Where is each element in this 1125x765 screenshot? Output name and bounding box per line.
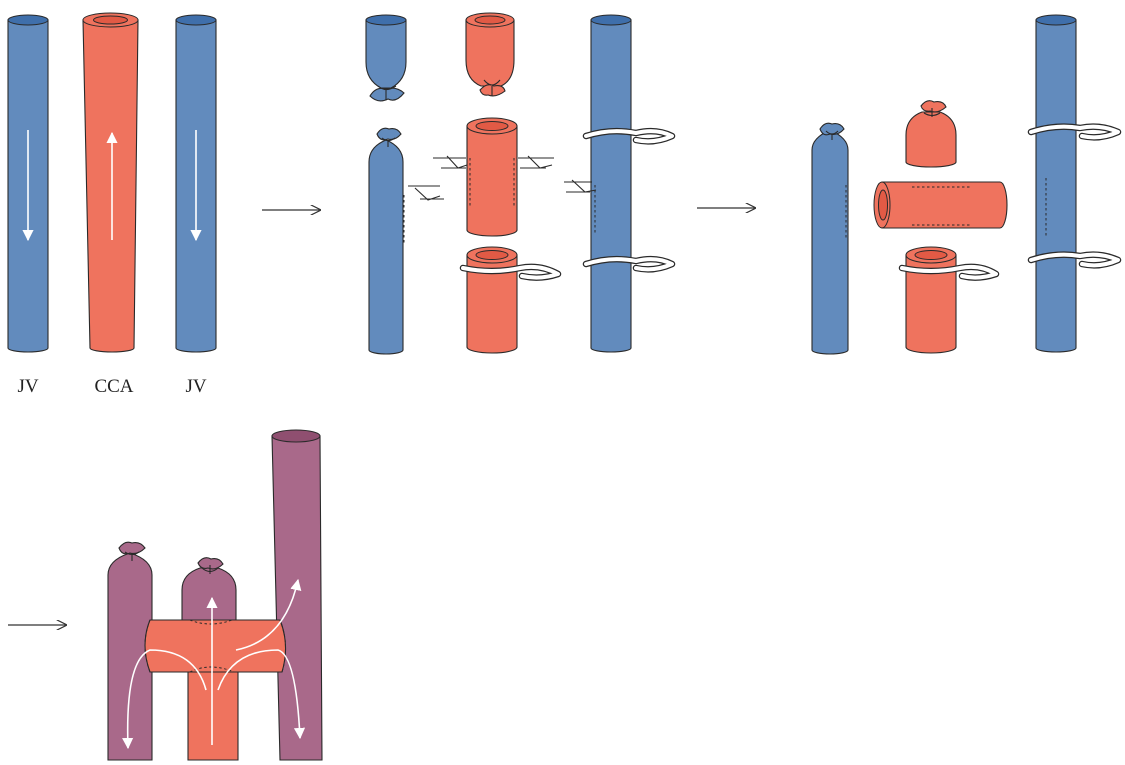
vein-lumen <box>365 14 407 26</box>
vein-body <box>271 435 323 761</box>
vein-lumen <box>1035 14 1077 26</box>
stump-body <box>181 567 237 626</box>
vessel-clamp-icon <box>582 255 676 273</box>
tie-knot <box>377 85 397 100</box>
clamped-artery <box>898 246 1000 354</box>
clamped-vein <box>1027 14 1122 353</box>
common-carotid-artery <box>82 12 139 353</box>
ligated-vein-stump <box>365 14 407 102</box>
panel-ligation <box>365 12 676 355</box>
segment-body <box>144 619 287 673</box>
flow-arrows <box>122 578 306 750</box>
vessel-clamp-icon <box>459 263 562 281</box>
ligated-vein-distal <box>811 122 849 355</box>
label-cca: CCA <box>94 376 133 397</box>
vein-body <box>1035 19 1077 353</box>
artery-body <box>82 19 139 353</box>
artery-segment-body <box>466 125 518 237</box>
artery-stump-body <box>905 111 957 168</box>
ligature-tie-icon <box>819 122 845 136</box>
tie-knot <box>825 130 839 140</box>
ligature-tie-icon <box>920 100 947 113</box>
artery-lumen <box>475 121 509 131</box>
suture-marker-icon <box>408 185 444 201</box>
suture-marker-icon <box>469 158 515 208</box>
panel-original-vessels: JV CCA JV <box>7 12 217 397</box>
label-jv-left: JV <box>17 376 38 397</box>
clamped-artery <box>459 246 562 354</box>
vessel-clamp-icon <box>898 263 1000 281</box>
vein-lumen <box>271 429 321 443</box>
vein-lumen <box>175 14 217 26</box>
artery-body <box>187 659 239 761</box>
segment-body <box>881 181 1008 229</box>
tie-knot <box>201 565 219 574</box>
jugular-vein-right <box>175 14 217 353</box>
tall-vein <box>271 429 323 761</box>
label-jv-right: JV <box>185 376 206 397</box>
ligature-tie-icon <box>197 557 224 570</box>
artery-lumen <box>474 15 506 25</box>
flow-arrow-icon <box>217 649 306 740</box>
artery-trunk <box>187 659 239 761</box>
artery-segment <box>433 117 554 237</box>
segment-lumen <box>878 189 888 221</box>
transposed-artery-segment <box>873 181 1008 229</box>
suture-marker-icon <box>433 155 468 169</box>
jugular-vein-left <box>7 14 49 353</box>
artery-body <box>466 254 518 354</box>
ligature-tie-icon <box>376 127 402 141</box>
transverse-segment <box>144 619 287 673</box>
suture-marker-icon <box>564 179 597 193</box>
artery-lumen <box>475 250 509 260</box>
left-vein <box>107 541 153 761</box>
artery-lumen <box>914 250 948 260</box>
tie-knot <box>124 551 140 561</box>
ligated-vein-distal <box>368 127 444 355</box>
panel-completed-anastomosis <box>107 429 323 761</box>
vein-body <box>368 139 404 355</box>
clamped-vein <box>564 14 676 353</box>
suture-marker-icon <box>518 155 554 169</box>
tie-knot <box>381 137 396 147</box>
panel-transposition <box>811 14 1122 355</box>
vessel-clamp-icon <box>1027 251 1122 269</box>
tie-knot <box>923 108 941 117</box>
flow-arrow-icon <box>122 649 207 750</box>
vein-lumen <box>590 14 632 26</box>
vessel-clamp-icon <box>582 127 676 145</box>
ligated-stump <box>181 557 237 626</box>
vein-lumen <box>7 14 49 26</box>
artery-lumen <box>93 15 128 25</box>
tie-knot <box>483 79 501 96</box>
artery-stump-body <box>465 19 515 87</box>
vein-stump-body <box>365 19 407 89</box>
artery-body <box>905 254 957 354</box>
vein-body <box>811 129 849 355</box>
vein-body <box>590 19 632 353</box>
suture-marker-icon <box>144 619 286 673</box>
ligature-tie-icon <box>118 541 146 555</box>
ligated-artery-stump <box>905 100 957 168</box>
ligated-artery-stump <box>465 12 515 97</box>
flow-arrow-icon <box>235 578 302 651</box>
vessel-clamp-icon <box>1027 123 1122 141</box>
